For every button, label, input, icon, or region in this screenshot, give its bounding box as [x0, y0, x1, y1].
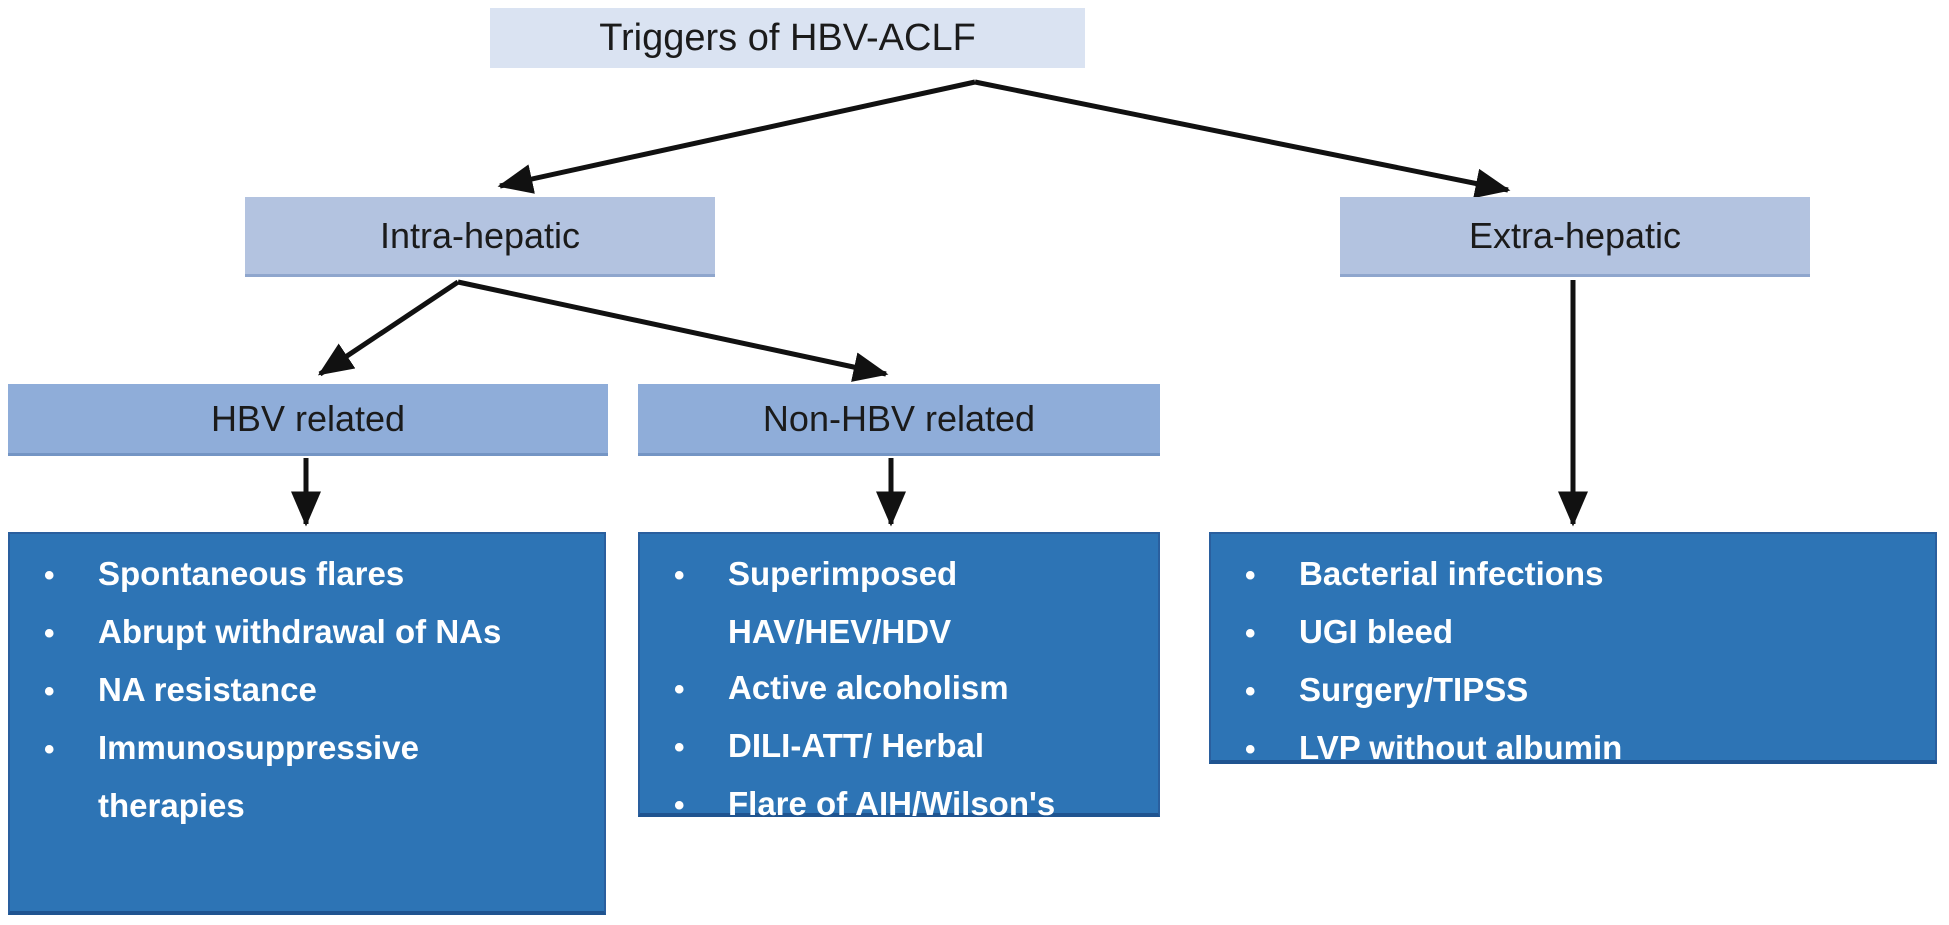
list-item: Active alcoholism [640, 660, 1158, 718]
node-intra-hepatic: Intra-hepatic [245, 197, 715, 277]
list-item: Abrupt withdrawal of NAs [10, 604, 604, 662]
bullet-icon [640, 660, 728, 718]
panel-extra-hepatic-list: Bacterial infections UGI bleed Surgery/T… [1209, 532, 1937, 766]
list-item: DILI-ATT/ Herbal [640, 718, 1158, 776]
bullet-icon [1211, 546, 1299, 604]
list-item-text: Active alcoholism [728, 669, 1009, 706]
bullet-icon [640, 718, 728, 776]
list-item-text: DILI-ATT/ Herbal [728, 727, 985, 764]
list-item: Flare of AIH/Wilson's [640, 776, 1158, 834]
bullet-icon [640, 546, 728, 604]
bullet-icon [1211, 662, 1299, 720]
list-item-continuation: HAV/HEV/HDV [640, 604, 1158, 660]
bullet-icon [1211, 720, 1299, 778]
list-item: Bacterial infections [1211, 546, 1935, 604]
list-item-text: HAV/HEV/HDV [728, 613, 952, 650]
list-item: UGI bleed [1211, 604, 1935, 662]
list-item-text: Flare of AIH/Wilson's [728, 785, 1056, 822]
list-item: Surgery/TIPSS [1211, 662, 1935, 720]
list-item-text: Immunosuppressive [98, 729, 419, 766]
list-item-continuation: therapies [10, 778, 604, 834]
bullet-icon [10, 720, 98, 778]
list-item: Spontaneous flares [10, 546, 604, 604]
node-hbv-related: HBV related [8, 384, 608, 456]
list-item-text: NA resistance [98, 671, 317, 708]
arrow-title-to-extra [974, 79, 1511, 199]
list-item-text: LVP without albumin [1299, 729, 1623, 766]
list-item-text: Surgery/TIPSS [1299, 671, 1529, 708]
node-title: Triggers of HBV-ACLF [490, 8, 1085, 68]
list-item-text: Superimposed [728, 555, 958, 592]
list-item-text: Abrupt withdrawal of NAs [98, 613, 502, 650]
bullet-icon [10, 662, 98, 720]
list-item-text: Spontaneous flares [98, 555, 405, 592]
list-item-text: UGI bleed [1299, 613, 1454, 650]
list-item: Superimposed [640, 546, 1158, 604]
list-item-text: Bacterial infections [1299, 555, 1604, 592]
panel-hbv-related-list: Spontaneous flares Abrupt withdrawal of … [8, 532, 606, 915]
list-item: LVP without albumin [1211, 720, 1935, 778]
list-item: NA resistance [10, 662, 604, 720]
bullet-icon [1211, 604, 1299, 662]
bullet-icon [640, 776, 728, 834]
list-item-text: therapies [98, 787, 245, 824]
arrow-title-to-intra [497, 79, 976, 194]
bullet-icon [10, 546, 98, 604]
arrow-intra-to-nonhbv [457, 279, 889, 382]
node-non-hbv-related: Non-HBV related [638, 384, 1160, 456]
panel-non-hbv-related-list: Superimposed HAV/HEV/HDV Active alcoholi… [638, 532, 1160, 822]
node-extra-hepatic: Extra-hepatic [1340, 197, 1810, 277]
arrow-intra-to-hbv [317, 279, 460, 377]
list-item: Immunosuppressive [10, 720, 604, 778]
bullet-icon [10, 604, 98, 662]
